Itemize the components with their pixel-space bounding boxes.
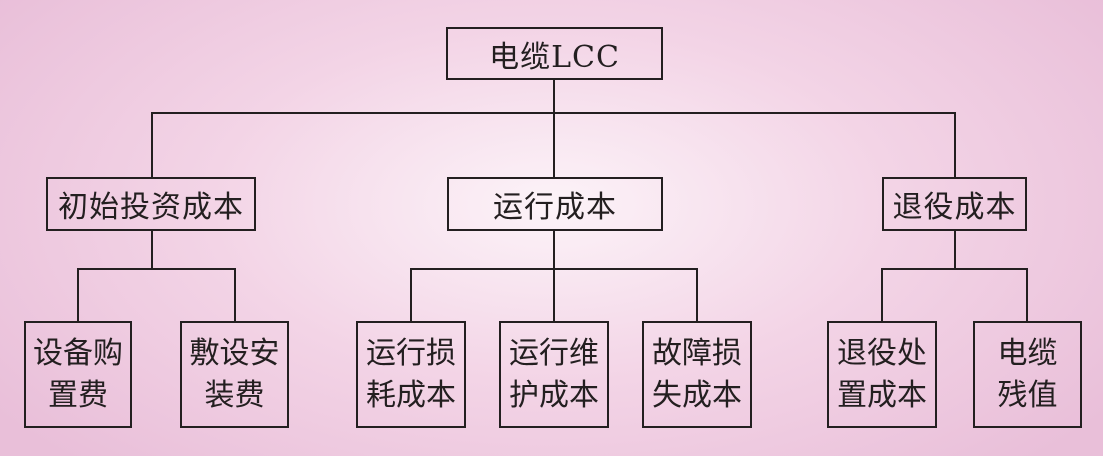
node-label-line2: 置成本 — [837, 377, 927, 413]
node-retirement-disposal-cost: 退役处 置成本 — [827, 321, 937, 428]
node-equipment-purchase-cost: 设备购 置费 — [24, 321, 132, 428]
node-root-label: 电缆LCC — [489, 39, 620, 75]
node-fault-loss-cost: 故障损 失成本 — [642, 321, 752, 428]
node-label: 退役成本 — [892, 190, 1017, 225]
node-label-line1: 电缆 — [997, 335, 1058, 371]
node-label-line2: 护成本 — [509, 377, 599, 413]
node-operation-loss-cost: 运行损 耗成本 — [356, 321, 466, 428]
node-label-line2: 失成本 — [652, 377, 742, 413]
node-label: 运行成本 — [493, 190, 617, 225]
node-label-line1: 运行维 — [509, 335, 599, 371]
node-label-line1: 退役处 — [837, 335, 927, 371]
node-operation-maintenance-cost: 运行维 护成本 — [499, 321, 609, 428]
node-initial-investment-cost: 初始投资成本 — [46, 177, 256, 231]
node-laying-installation-cost: 敷设安 装费 — [180, 321, 289, 428]
node-label-line2: 残值 — [997, 377, 1058, 413]
node-root-cable-lcc: 电缆LCC — [446, 27, 663, 80]
node-label-line2: 置费 — [48, 377, 108, 413]
node-cable-residual-value: 电缆 残值 — [973, 321, 1082, 428]
node-label: 初始投资成本 — [58, 190, 244, 225]
node-operation-cost: 运行成本 — [447, 177, 663, 231]
node-label-line2: 耗成本 — [366, 377, 456, 413]
node-retirement-cost: 退役成本 — [882, 177, 1027, 231]
node-label-line1: 故障损 — [652, 335, 742, 371]
node-label-line1: 设备购 — [33, 335, 123, 371]
node-label-line1: 运行损 — [366, 335, 456, 371]
node-label-line2: 装费 — [204, 377, 265, 413]
node-label-line1: 敷设安 — [189, 335, 280, 371]
